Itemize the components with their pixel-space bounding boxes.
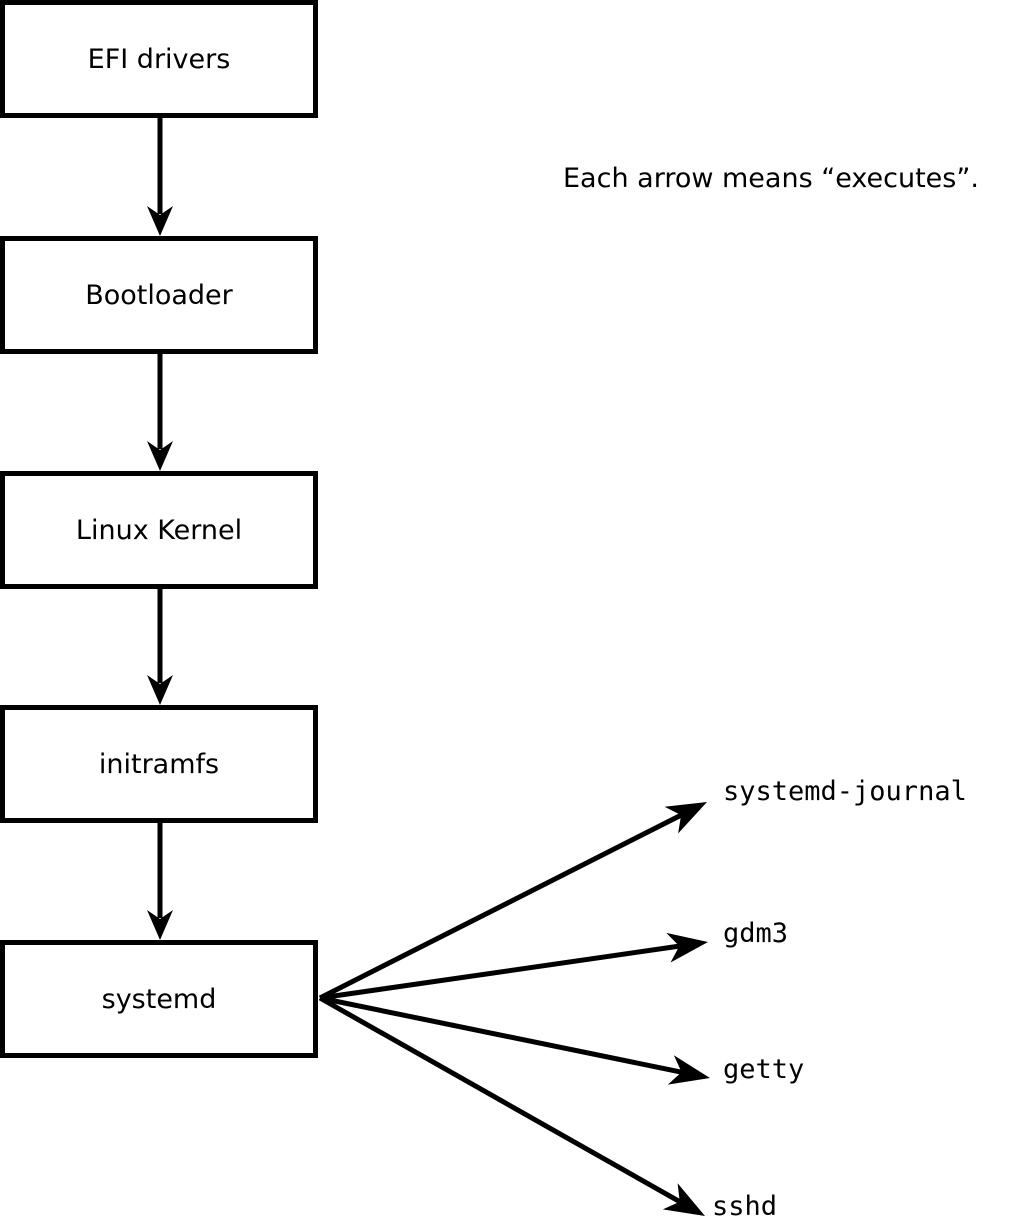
chain-arrowhead-1 <box>147 441 173 471</box>
stage-box-linux-kernel[interactable]: Linux Kernel <box>0 471 318 589</box>
chain-arrowhead-0 <box>147 206 173 236</box>
stage-box-efi-drivers[interactable]: EFI drivers <box>0 0 318 118</box>
fan-arrowhead-3 <box>662 1183 705 1216</box>
stage-label: initramfs <box>98 748 220 780</box>
chain-arrowhead-2 <box>147 675 173 705</box>
fan-arrowhead-2 <box>667 1055 710 1085</box>
service-label-gdm3[interactable]: gdm3 <box>723 918 789 949</box>
fan-arrow-group <box>318 802 710 1216</box>
service-label-getty[interactable]: getty <box>723 1054 805 1085</box>
stage-box-bootloader[interactable]: Bootloader <box>0 236 318 354</box>
stage-label: Bootloader <box>85 279 233 311</box>
stage-label: systemd <box>101 983 217 1015</box>
stage-label: EFI drivers <box>87 43 231 75</box>
stage-box-initramfs[interactable]: initramfs <box>0 705 318 823</box>
chain-arrowhead-3 <box>147 910 173 940</box>
diagram-caption: Each arrow means “executes”. <box>563 163 979 194</box>
service-label-systemd-journal[interactable]: systemd-journal <box>723 776 967 807</box>
stage-label: Linux Kernel <box>75 514 243 546</box>
stage-box-systemd[interactable]: systemd <box>0 940 318 1058</box>
service-label-sshd[interactable]: sshd <box>712 1191 778 1222</box>
fan-arrowhead-1 <box>666 932 708 963</box>
fan-arrowhead-0 <box>664 802 707 834</box>
